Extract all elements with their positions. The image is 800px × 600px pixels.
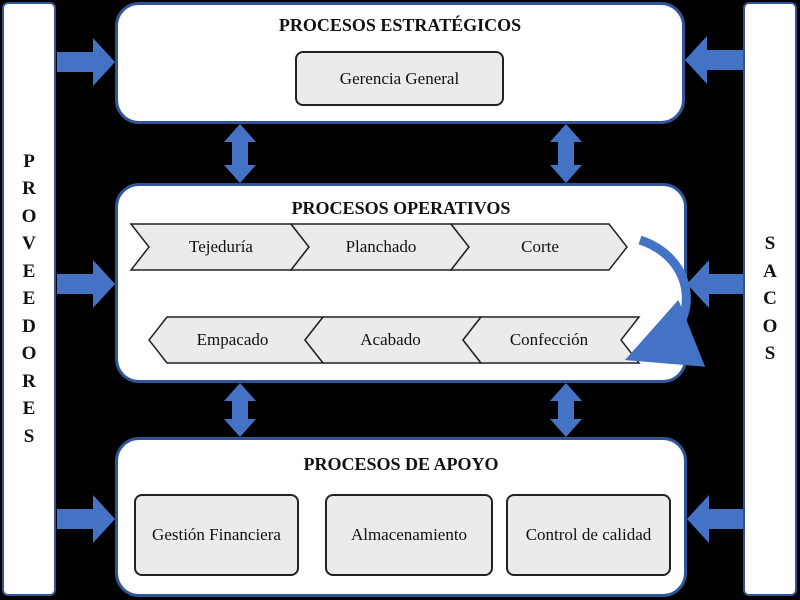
double-arrow-operative-support-right <box>550 383 582 437</box>
suppliers-letter: V <box>22 233 36 255</box>
gerencia-general-box: Gerencia General <box>295 51 504 106</box>
suppliers-letter: E <box>22 260 36 282</box>
suppliers-letter: E <box>22 398 36 420</box>
curved-flow-arrow <box>624 235 706 367</box>
chevron-label-acabado: Acabado <box>360 330 421 349</box>
almacenamiento-box: Almacenamiento <box>325 494 493 576</box>
gestion-financiera-box: Gestión Financiera <box>134 494 299 576</box>
suppliers-letter: R <box>22 178 36 200</box>
control-calidad-box: Control de calidad <box>506 494 671 576</box>
support-processes-title: PROCESOS DE APOYO <box>303 454 499 474</box>
double-arrow-operative-support-left <box>224 383 256 437</box>
clients-letter: O <box>762 315 778 337</box>
double-arrow-strategic-operative-left <box>224 124 256 183</box>
clients-letter: S <box>764 233 776 255</box>
suppliers-letter: E <box>22 288 36 310</box>
double-arrow-strategic-operative-right <box>550 124 582 183</box>
chevron-label-tejeduria: Tejeduría <box>189 237 253 256</box>
suppliers-letter: O <box>21 343 37 365</box>
strategic-processes-title: PROCESOS ESTRATÉGICOS <box>278 15 522 35</box>
clients-letter: S <box>764 343 776 365</box>
clients-letter: C <box>763 288 777 310</box>
chevron-corte <box>449 223 628 271</box>
suppliers-letter: P <box>23 150 35 172</box>
client-arrow-operative <box>687 260 743 308</box>
clients-letter: A <box>763 260 777 282</box>
chevron-label-confeccion: Confección <box>509 330 589 349</box>
supplier-arrow-strategic <box>57 38 115 86</box>
client-arrow-support <box>687 495 743 543</box>
chevron-label-planchado: Planchado <box>345 237 417 256</box>
suppliers-letter: D <box>22 315 36 337</box>
supplier-arrow-operative <box>57 260 115 308</box>
chevron-label-corte: Corte <box>521 237 559 256</box>
suppliers-letter: S <box>23 425 35 447</box>
operative-processes-title: PROCESOS OPERATIVOS <box>291 198 511 218</box>
suppliers-letter: R <box>22 370 36 392</box>
supplier-arrow-support <box>57 495 115 543</box>
chevron-label-empacado: Empacado <box>196 330 269 349</box>
suppliers-letter: O <box>21 205 37 227</box>
client-arrow-strategic <box>685 36 743 84</box>
